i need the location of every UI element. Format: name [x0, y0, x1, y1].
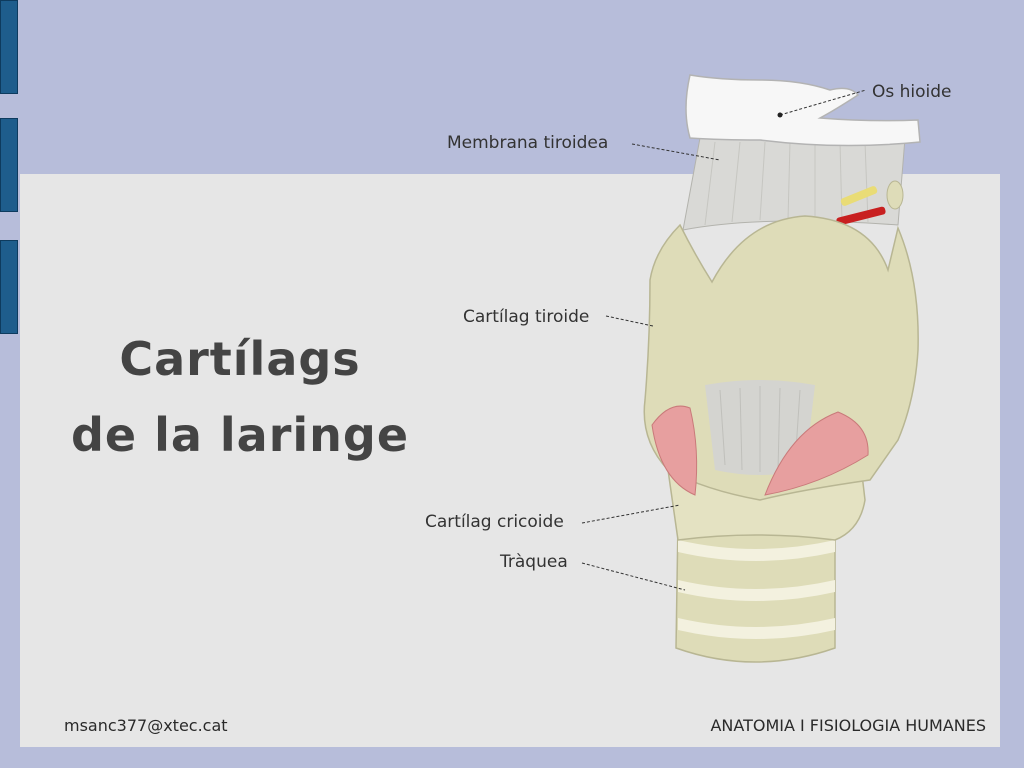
title-line-2: de la laringe: [70, 408, 410, 462]
side-tab-2: [0, 118, 18, 212]
footer-email: msanc377@xtec.cat: [64, 716, 228, 735]
thyrohyoid-membrane-shape: [682, 137, 906, 231]
label-thyrohyoid-membrane: Membrana tiroidea: [447, 133, 609, 153]
cricothyroid-muscles: [651, 405, 869, 496]
side-tab-1: [0, 0, 18, 94]
label-hyoid: Os hioide: [872, 82, 952, 102]
label-thyroid-cartilage: Cartílag tiroide: [463, 307, 590, 327]
trachea-shape: [675, 519, 836, 663]
hyoid-bone-shape: [685, 74, 921, 147]
side-tab-3: [0, 240, 18, 334]
footer-course: ANATOMIA I FISIOLOGIA HUMANES: [710, 716, 986, 735]
title-line-1: Cartílags: [119, 332, 361, 386]
label-cricoid-cartilage: Cartílag cricoide: [425, 512, 564, 532]
label-trachea: Tràquea: [500, 552, 568, 572]
